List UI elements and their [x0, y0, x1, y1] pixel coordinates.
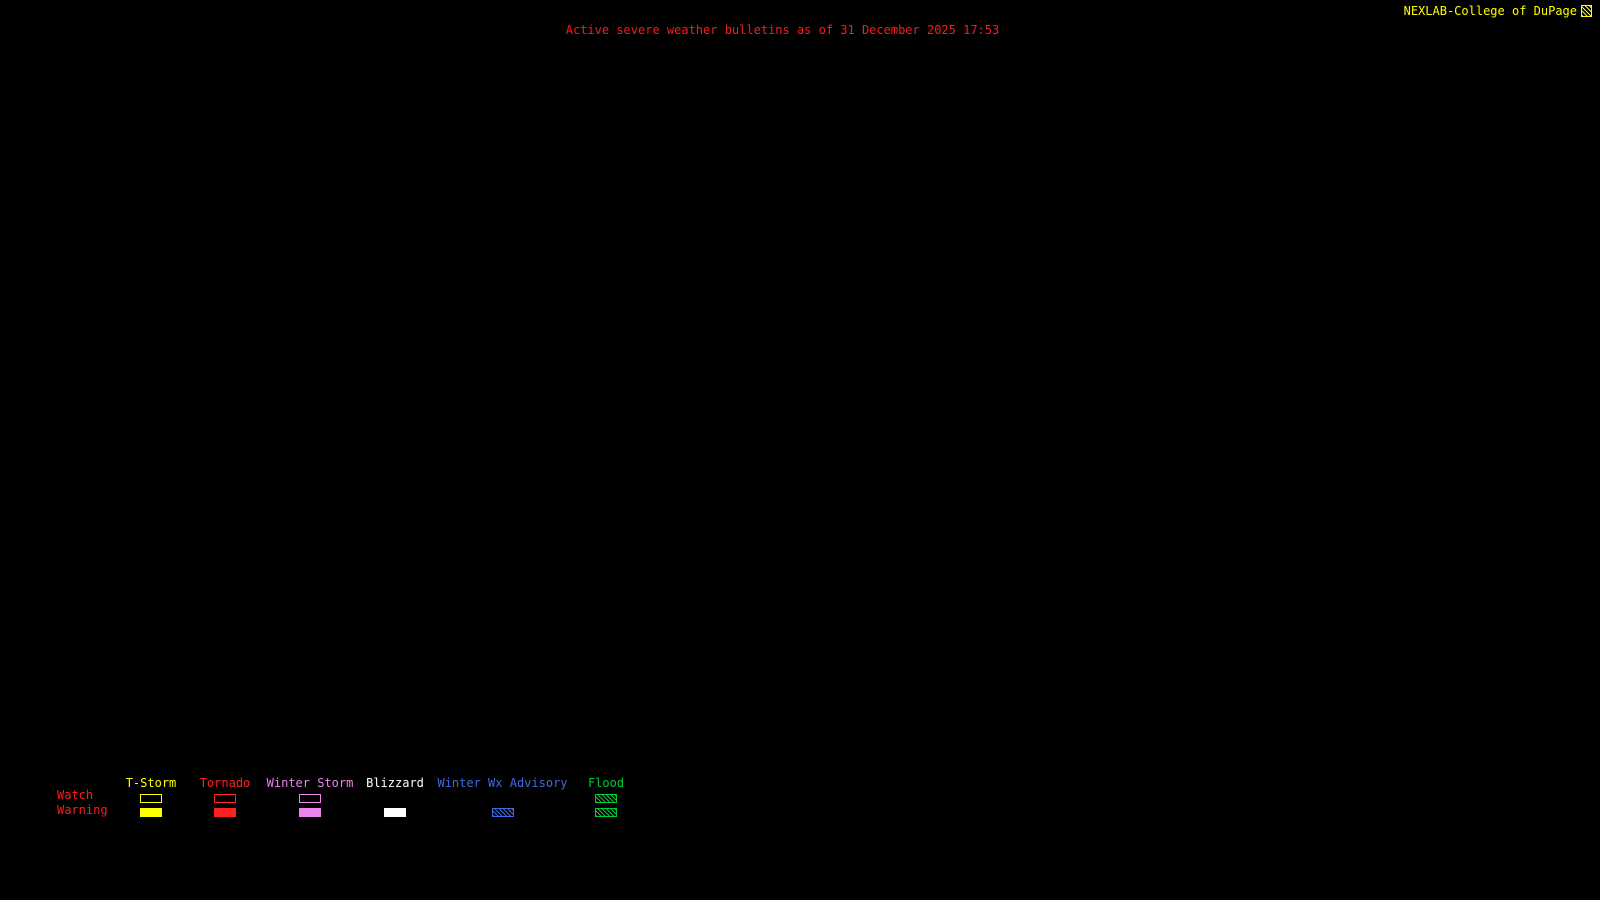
legend: Watch Warning T-Storm Tornado Winter Sto…	[0, 777, 760, 822]
tornado-warning-swatch	[214, 808, 236, 817]
winter-storm-watch-swatch	[299, 794, 321, 803]
legend-col-label: Flood	[587, 776, 625, 790]
legend-row-label-watch: Watch	[57, 788, 94, 802]
page-title: Active severe weather bulletins as of 31…	[565, 23, 1000, 37]
legend-col-label: Winter Storm	[266, 776, 354, 790]
legend-col-label: Tornado	[199, 776, 251, 790]
winter-wx-advisory-warning-swatch	[491, 808, 514, 817]
legend-col-blizzard: Blizzard	[366, 777, 424, 817]
tstorm-watch-swatch	[140, 794, 162, 803]
legend-row-label-warning: Warning	[57, 803, 108, 817]
legend-col-flood: Flood	[586, 777, 626, 817]
legend-col-label: Blizzard	[366, 776, 424, 790]
legend-col-tstorm: T-Storm	[123, 777, 179, 817]
map-canvas	[0, 45, 1600, 765]
brand: NEXLAB-College of DuPage	[1404, 4, 1592, 18]
winter-storm-warning-swatch	[299, 808, 321, 817]
tornado-watch-swatch	[214, 794, 236, 803]
legend-col-label: T-Storm	[125, 776, 177, 790]
flood-warning-swatch	[595, 808, 617, 817]
legend-col-tornado: Tornado	[197, 777, 253, 817]
legend-col-winter-storm: Winter Storm	[266, 777, 354, 817]
brand-text: NEXLAB-College of DuPage	[1403, 4, 1577, 18]
tstorm-warning-swatch	[140, 808, 162, 817]
blizzard-warning-swatch	[384, 808, 406, 817]
flood-watch-swatch	[595, 794, 617, 803]
legend-col-winter-wx-advisory: Winter Wx Advisory	[437, 777, 568, 817]
cod-logo-icon	[1581, 5, 1592, 17]
legend-col-label: Winter Wx Advisory	[437, 776, 568, 790]
